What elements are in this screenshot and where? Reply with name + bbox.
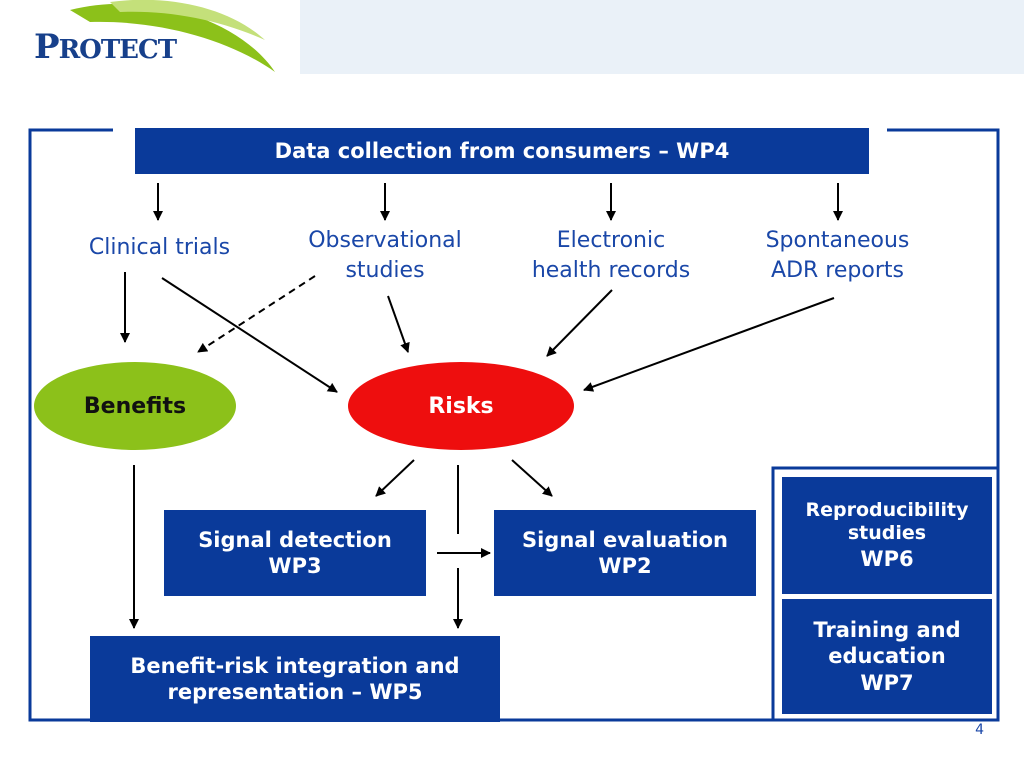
protect-logo: PROTECT	[34, 27, 177, 67]
source-electronic-health-records: Electronic health records	[531, 228, 691, 283]
frame-right	[887, 128, 1000, 468]
page-number: 4	[975, 722, 984, 738]
benefits-label: Benefits	[83, 393, 187, 419]
risks-ellipse: Risks	[348, 362, 574, 450]
signal-evaluation-box: Signal evaluation WP2	[494, 510, 756, 596]
data-collection-box: Data collection from consumers – WP4	[135, 128, 869, 174]
logo-swoosh-light	[110, 0, 265, 40]
source-observational-studies: Observational studies	[308, 228, 462, 283]
benefits-ellipse: Benefits	[34, 362, 236, 450]
source-clinical-trials: Clinical trials	[88, 235, 231, 260]
benefit-risk-integration-box: Benefit-risk integration and representat…	[90, 636, 500, 722]
source-spontaneous-adr: Spontaneous ADR reports	[765, 228, 910, 283]
data-collection-label: Data collection from consumers – WP4	[274, 138, 730, 163]
reproducibility-box: Reproducibility studies WP6	[782, 477, 992, 594]
frame-left	[28, 128, 113, 722]
side-frame	[771, 466, 1000, 722]
signal-detection-box: Signal detection WP3	[164, 510, 426, 596]
risks-label: Risks	[428, 393, 494, 419]
training-box: Training and education WP7	[782, 599, 992, 714]
logo-swoosh	[70, 3, 275, 73]
